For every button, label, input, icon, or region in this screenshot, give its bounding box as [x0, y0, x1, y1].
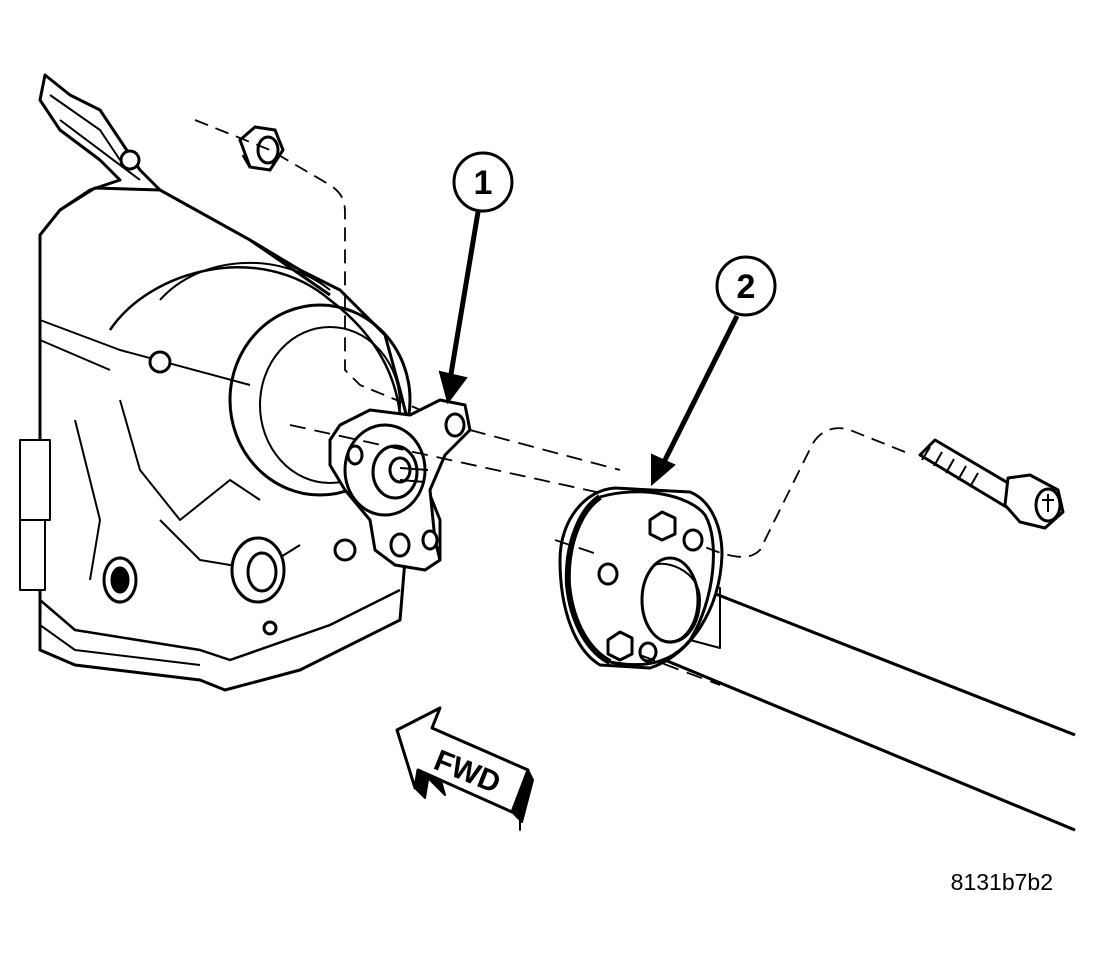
callout-1: 1 [438, 151, 514, 405]
bolt-icon [918, 438, 1065, 530]
callout-2-label: 2 [737, 268, 756, 306]
nut-icon [238, 125, 285, 172]
callout-1-label: 1 [474, 164, 493, 202]
propeller-shaft [558, 486, 1076, 832]
centerline [289, 424, 721, 686]
callout-2: 2 [651, 255, 777, 487]
output-shaft-flange [328, 398, 472, 572]
forward-direction-arrow: FWD [395, 706, 534, 831]
figure-id: 8131b7b2 [950, 869, 1053, 895]
alignment-line-bolt [699, 427, 906, 558]
transmission-housing [19, 73, 442, 692]
